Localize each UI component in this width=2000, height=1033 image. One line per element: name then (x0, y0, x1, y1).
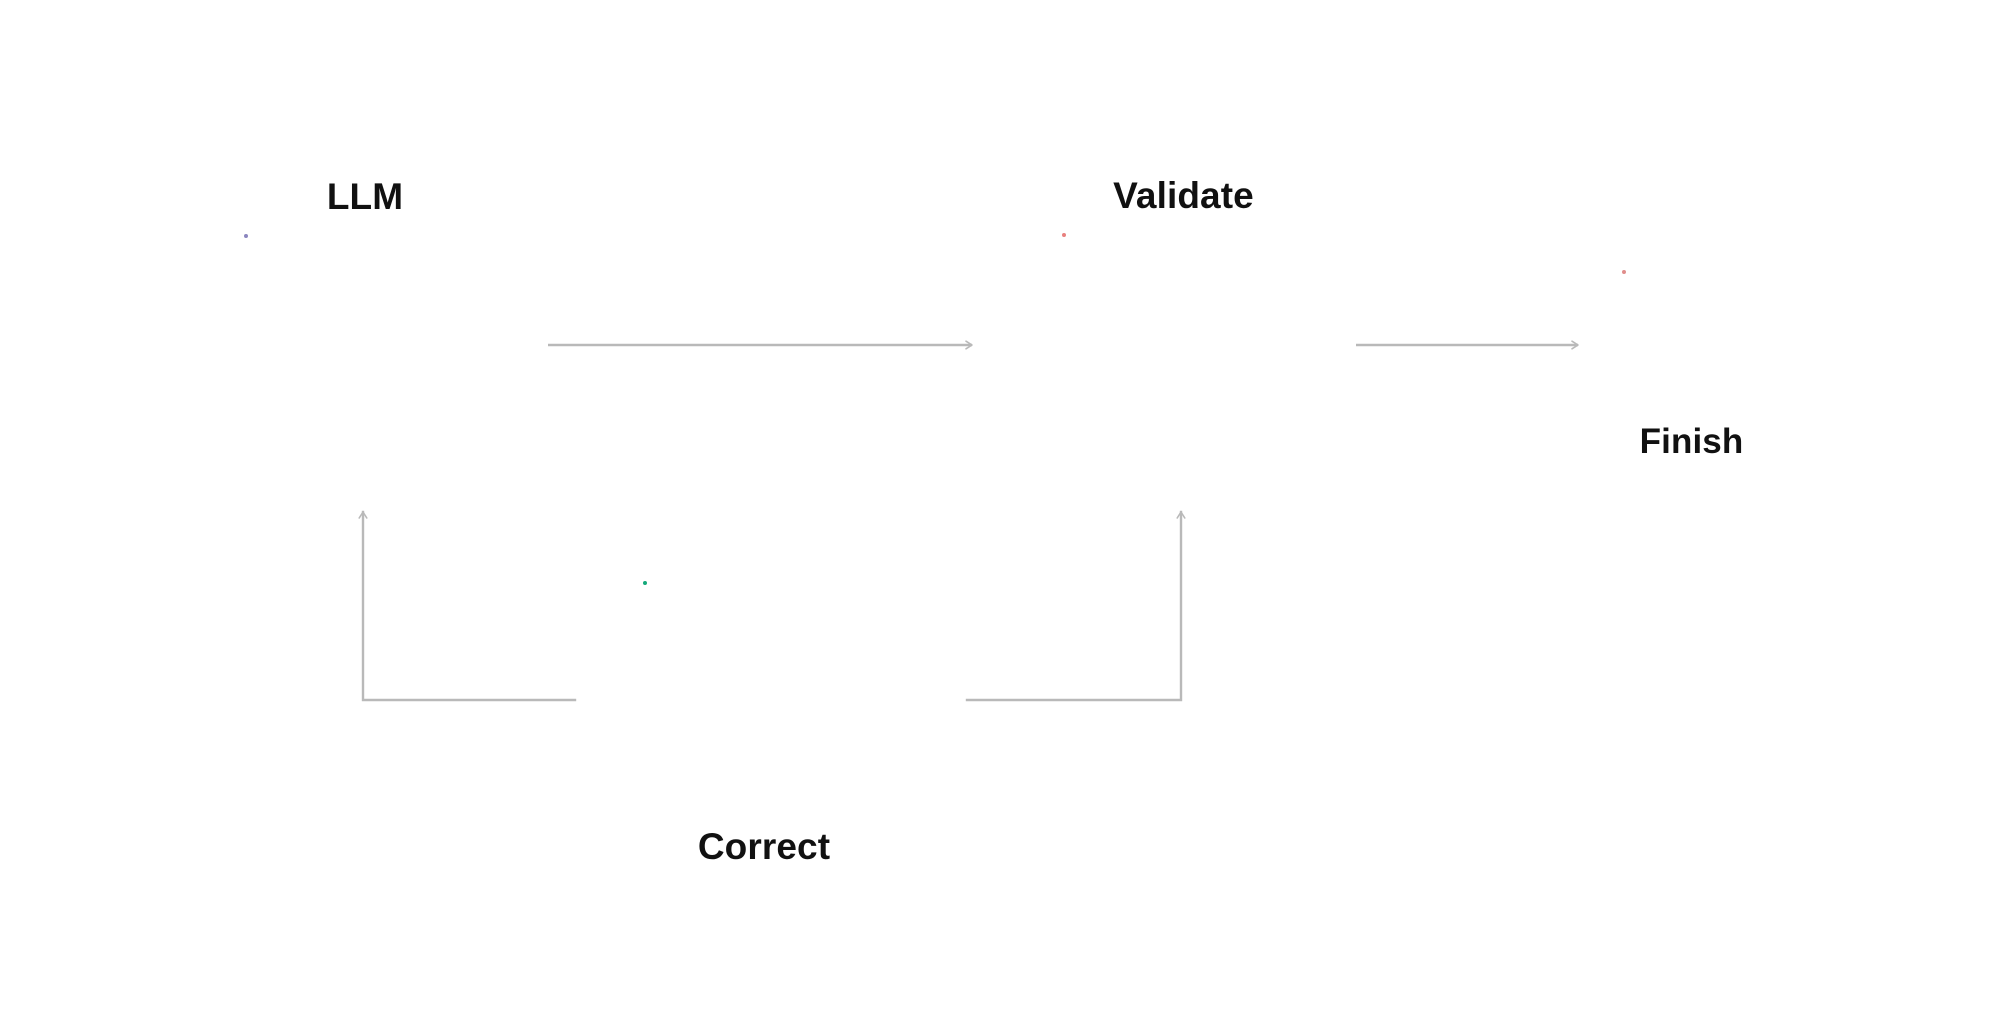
node-finish[interactable]: Finish (1622, 270, 1761, 461)
node-correct[interactable]: Correct (643, 581, 885, 867)
llm-document-icon[interactable] (244, 234, 248, 238)
validate-document-icon[interactable] (1062, 233, 1066, 237)
edge-correct-to-validate (965, 510, 1186, 702)
finish-blank-box-icon[interactable] (1622, 270, 1626, 274)
node-correct-label: Correct (697, 826, 831, 867)
node-llm[interactable]: LLM (244, 176, 486, 466)
node-finish-label: Finish (1639, 422, 1744, 461)
correct-document-icon[interactable] (643, 581, 647, 585)
edge-correct-to-llm (358, 510, 577, 702)
node-validate-label: Validate (1113, 175, 1254, 216)
node-llm-label: LLM (326, 176, 404, 217)
node-validate[interactable]: Validate (1062, 175, 1305, 465)
